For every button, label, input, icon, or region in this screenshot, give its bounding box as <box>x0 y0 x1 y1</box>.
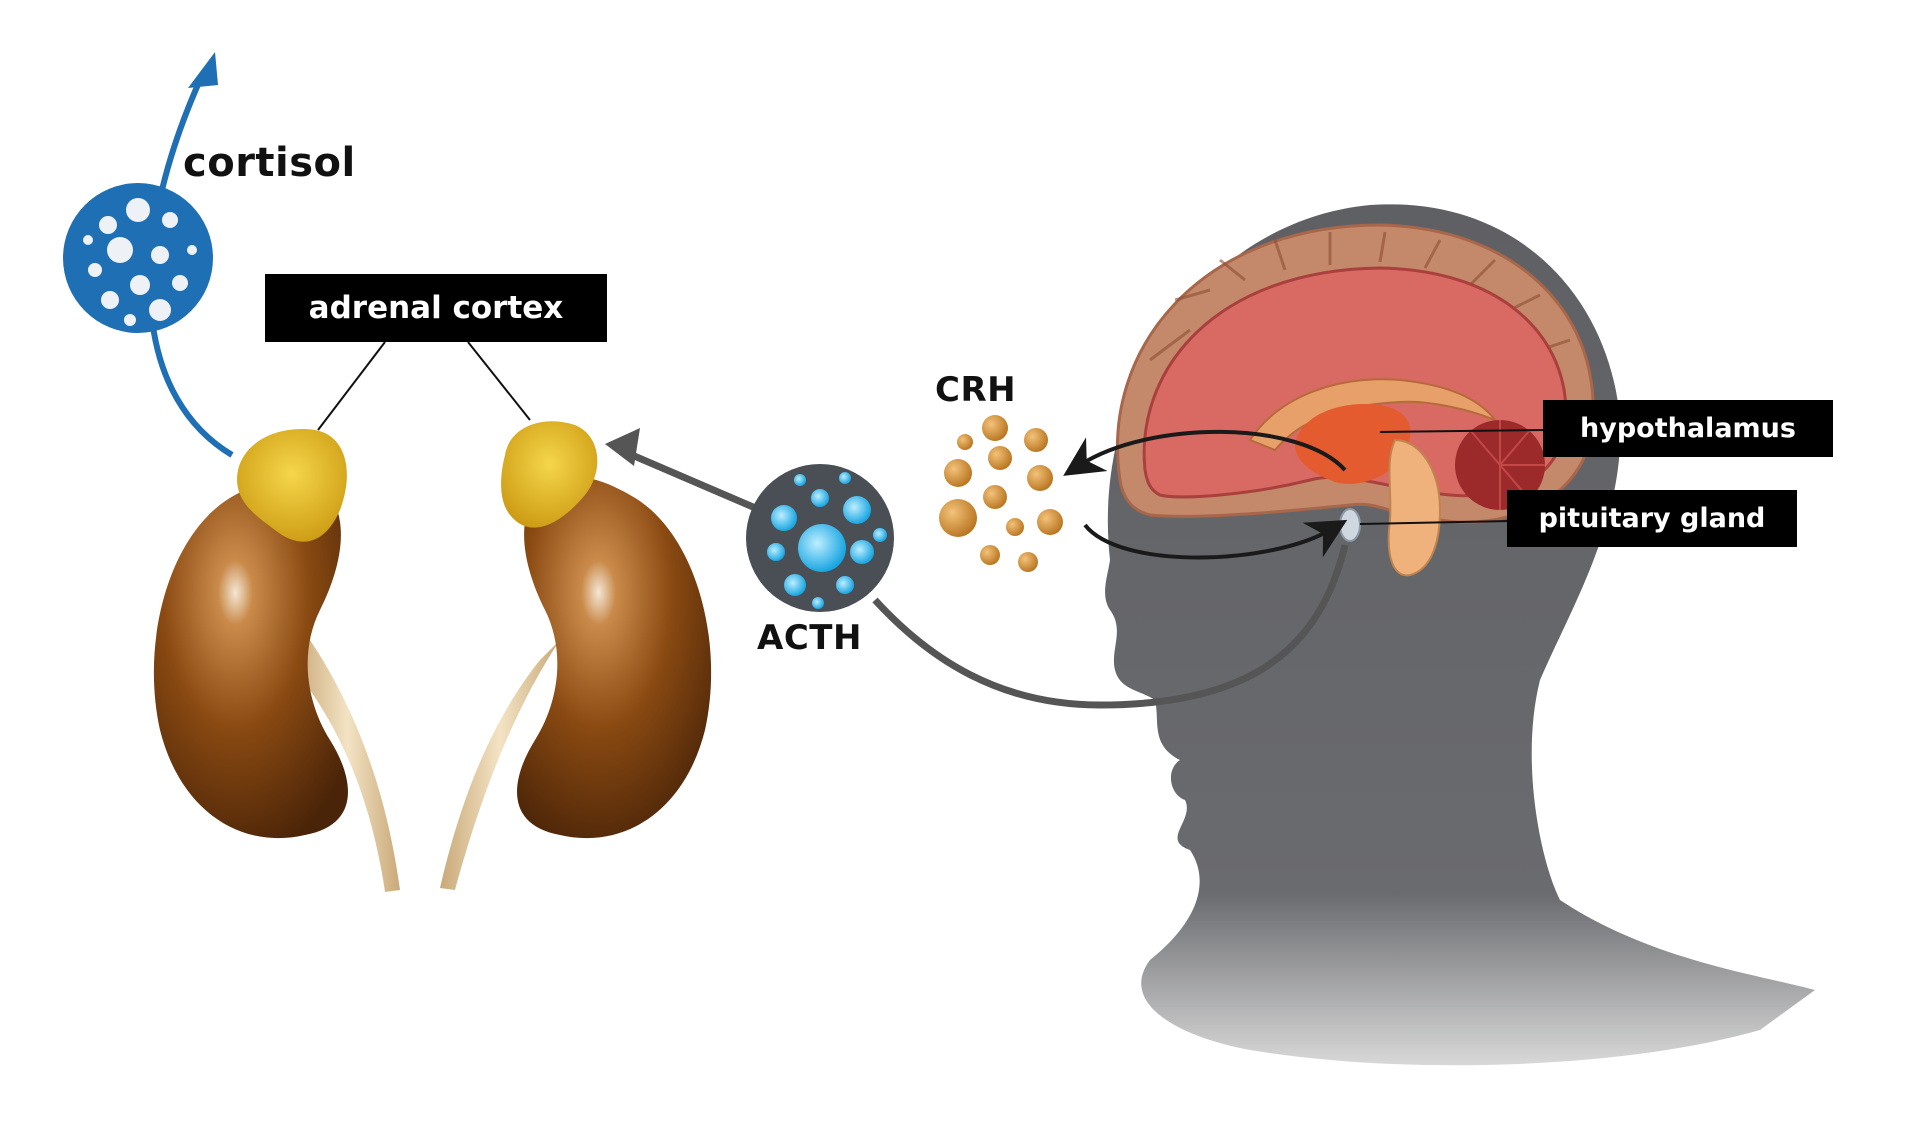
adrenal-leader-right <box>467 341 531 421</box>
left-kidney <box>153 477 348 839</box>
left-ureter <box>295 640 400 892</box>
right-ureter <box>440 640 560 890</box>
crh-particles <box>939 415 1063 572</box>
acth-molecule <box>746 464 894 612</box>
cortisol-molecule <box>63 183 213 333</box>
acth-to-adrenal-arrow <box>623 448 762 514</box>
hypothalamus-leader-line <box>1379 429 1546 433</box>
acth-label: ACTH <box>757 618 862 658</box>
pituitary-leader-line <box>1359 520 1511 525</box>
hypothalamus-label: hypothalamus <box>1543 400 1833 457</box>
crh-label: CRH <box>935 370 1017 410</box>
adrenal-cortex-label: adrenal cortex <box>265 274 607 342</box>
cortisol-arrowhead <box>188 52 218 88</box>
left-adrenal-gland <box>237 429 347 542</box>
acth-path-lower <box>872 544 1349 709</box>
acth-arrowhead <box>605 428 640 466</box>
crh-to-pituitary-arrow <box>1083 519 1348 560</box>
adrenal-leader-left <box>317 341 386 431</box>
cortisol-label: cortisol <box>183 140 356 186</box>
brain <box>1115 223 1595 577</box>
right-kidney <box>517 477 712 839</box>
crh-release-arrow <box>1063 429 1347 476</box>
pituitary-gland-label: pituitary gland <box>1507 490 1797 547</box>
right-adrenal-gland <box>501 421 598 528</box>
